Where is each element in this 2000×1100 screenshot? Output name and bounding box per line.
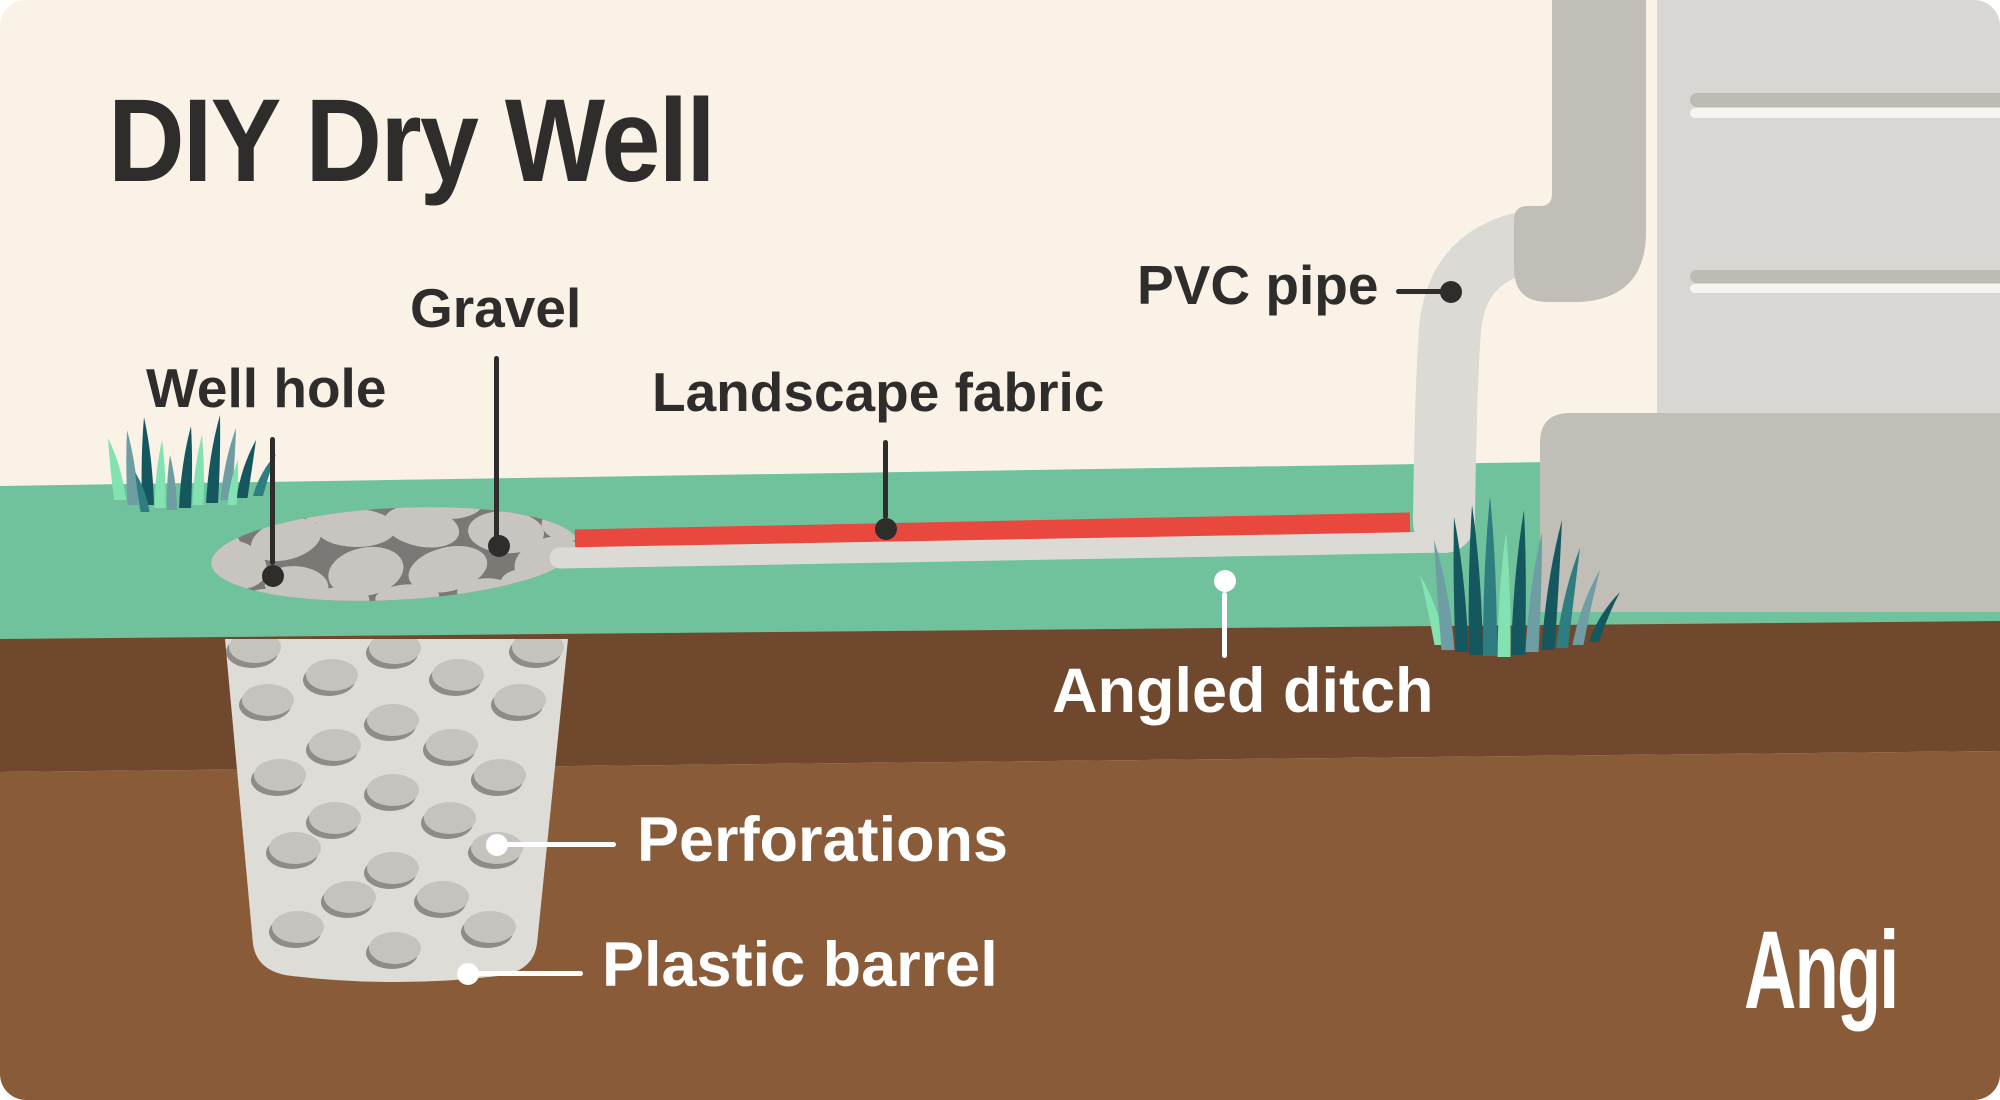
buried-pipe: [549, 531, 1458, 569]
pointer-line-well-hole: [270, 437, 275, 565]
label-plastic-barrel: Plastic barrel: [602, 930, 998, 1000]
siding-stripe: [1690, 284, 2000, 293]
plastic-barrel-shape: [225, 639, 568, 982]
grass-tuft-right: [1420, 496, 1620, 657]
siding-stripe: [1690, 270, 2000, 283]
downspout: [1514, 0, 1646, 302]
pointer-dot-plastic-barrel: [457, 963, 479, 985]
label-pvc-pipe: PVC pipe: [1137, 254, 1379, 316]
house-foundation: [1540, 413, 2000, 612]
siding-stripe: [1690, 93, 2000, 107]
landscape-fabric-strip: [574, 512, 1411, 551]
siding-stripe: [1690, 108, 2000, 118]
label-landscape-fabric: Landscape fabric: [652, 361, 1105, 423]
house-wall: [1657, 0, 2000, 480]
page-title: DIY Dry Well: [108, 75, 716, 207]
pointer-dot-perforations: [486, 834, 508, 856]
pointer-line-angled-ditch: [1222, 592, 1227, 658]
perforation-holes: [226, 639, 564, 969]
pointer-line-gravel: [494, 356, 499, 538]
label-well-hole: Well hole: [146, 357, 387, 419]
pointer-dot-landscape-fabric: [875, 518, 897, 540]
pointer-line-perforations: [506, 842, 616, 847]
angi-logo: Angi: [1744, 909, 1899, 1032]
label-angled-ditch: Angled ditch: [1052, 656, 1434, 726]
pointer-dot-well-hole: [262, 565, 284, 587]
label-gravel: Gravel: [410, 277, 582, 339]
pointer-line-landscape-fabric: [883, 440, 888, 519]
label-perforations: Perforations: [637, 805, 1009, 875]
pointer-line-plastic-barrel: [477, 971, 583, 976]
pointer-dot-gravel: [488, 535, 510, 557]
pointer-dot-angled-ditch: [1214, 570, 1236, 592]
pointer-dot-pvc-pipe: [1440, 281, 1462, 303]
pvc-pipe-shape: [1413, 212, 1553, 553]
pointer-line-pvc-pipe: [1396, 289, 1444, 294]
